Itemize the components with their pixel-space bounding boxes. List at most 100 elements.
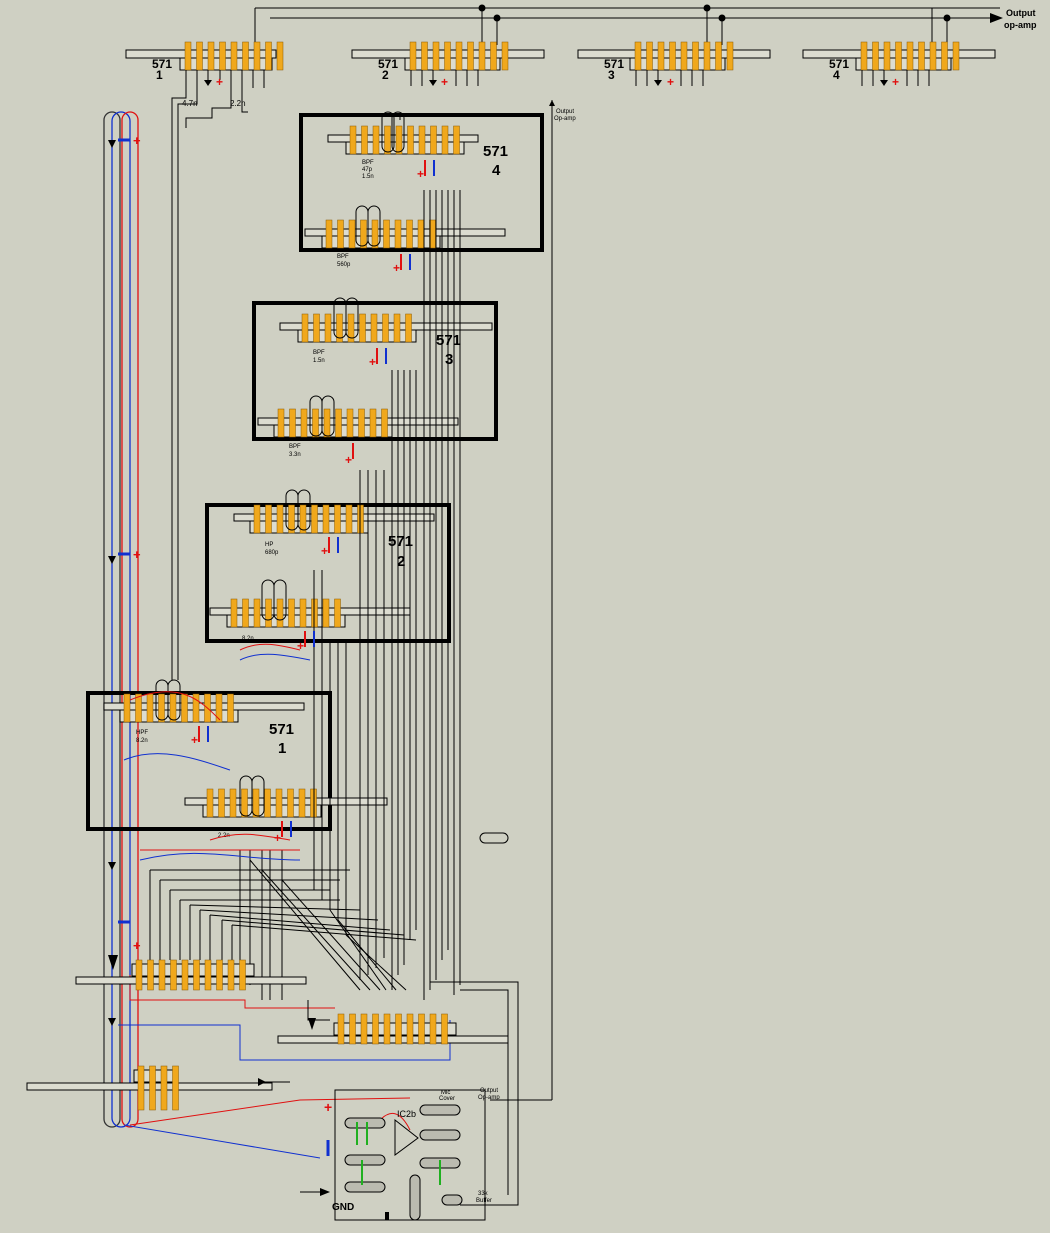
box3-num: 3 (445, 351, 453, 368)
header-pin (360, 219, 367, 249)
bus-junctions (478, 4, 951, 22)
header-pin (441, 125, 449, 155)
header-pin (336, 313, 343, 343)
svg-text:+: + (892, 75, 899, 89)
header-pin (265, 598, 272, 628)
connector-strip-right (277, 1000, 509, 1045)
header-pin (322, 598, 330, 628)
out-label-2: Op-amp (478, 1095, 500, 1101)
filter-box-571-3: 571 3 BPF 1.5n BPF 3.3n (252, 301, 498, 458)
box1-top-l2: 8.2n (136, 738, 148, 744)
header-pin (657, 41, 665, 71)
header-pin (359, 313, 366, 343)
right-wire-frame (430, 981, 519, 1206)
header-pin-row (184, 41, 284, 71)
header-pin (287, 788, 294, 818)
header-pin (680, 41, 688, 71)
svg-text:+: + (667, 75, 674, 89)
header-pin (409, 41, 417, 71)
header-pin (239, 959, 246, 991)
header-pin (227, 693, 234, 723)
header-pin (146, 693, 154, 723)
header-pin (430, 125, 437, 155)
header-pin (407, 125, 414, 155)
header-pin (432, 41, 440, 71)
top-module-1-num: 1 (156, 68, 163, 82)
header-pin (216, 959, 223, 991)
header-pin (346, 408, 354, 438)
box4-bot-l1: BPF (337, 254, 349, 260)
header-pin (252, 788, 260, 818)
header-pin (941, 41, 948, 71)
box3-chip: 571 (436, 332, 461, 349)
opamp-plus: + (324, 1099, 332, 1115)
header-pin-row (137, 1065, 179, 1111)
header-pin (349, 1013, 356, 1045)
header-pin (323, 408, 331, 438)
output-label-line2: op-amp (1004, 20, 1037, 30)
header-pin (301, 313, 309, 343)
header-pin (312, 408, 319, 438)
header-pin (253, 41, 261, 71)
header-pin (242, 41, 249, 71)
header-pin (370, 313, 378, 343)
svg-text:+: + (191, 733, 198, 747)
top-module-3: 571 3 (577, 41, 771, 82)
box1-chip: 571 (269, 721, 294, 738)
header-pin (371, 219, 379, 249)
header-pin (418, 125, 426, 155)
header-pin (253, 504, 261, 534)
header-pin (149, 1065, 156, 1111)
box3-top-l2: 1.5n (313, 358, 325, 364)
header-pin (242, 598, 249, 628)
mic-label-2: Cover (439, 1096, 455, 1102)
header-pin (192, 693, 200, 723)
header-pin (405, 313, 412, 343)
buffer-label-2: Buffer (476, 1198, 492, 1204)
header-pin (421, 41, 428, 71)
header-pin (229, 788, 237, 818)
header-pin (137, 1065, 145, 1111)
svg-text:+: + (216, 75, 223, 89)
svg-text:+: + (369, 355, 376, 369)
header-pin (360, 1013, 368, 1045)
header-pin (384, 125, 391, 155)
header-pin (417, 219, 425, 249)
header-pin (193, 959, 200, 991)
header-pin (703, 41, 711, 71)
header-pin (253, 598, 261, 628)
header-pin (300, 408, 308, 438)
gnd-label: GND (332, 1202, 354, 1213)
header-pin (289, 408, 296, 438)
header-pin (383, 1013, 391, 1045)
header-pin (860, 41, 868, 71)
box4-top-l1: BPF (362, 160, 374, 166)
header-pin-row (135, 959, 246, 991)
header-pin (204, 959, 212, 991)
header-pin (715, 41, 722, 71)
header-pin (406, 1013, 414, 1045)
header-pin (337, 219, 344, 249)
header-pin (646, 41, 653, 71)
out-label-1: Output (480, 1088, 498, 1094)
header-pin (158, 693, 165, 723)
header-pin (135, 959, 143, 991)
box3-bot-l1: BPF (289, 444, 301, 450)
box1-top-l1: HPF (136, 730, 148, 736)
header-pin-row (860, 41, 960, 71)
header-pin (288, 598, 295, 628)
svg-text:+: + (417, 167, 424, 181)
ic-label: IC2b (397, 1109, 416, 1119)
header-pin (299, 504, 307, 534)
box2-top-l1: HP (265, 542, 273, 548)
header-pin (181, 959, 189, 991)
header-pin (264, 788, 271, 818)
header-pin (219, 41, 226, 71)
header-pin (276, 41, 284, 71)
box2-bot-l1: 8.2n (242, 636, 254, 642)
header-pin-row (277, 408, 388, 438)
header-pin (147, 959, 154, 991)
header-pin (172, 1065, 179, 1111)
header-pin (184, 41, 192, 71)
header-pin (334, 504, 341, 534)
